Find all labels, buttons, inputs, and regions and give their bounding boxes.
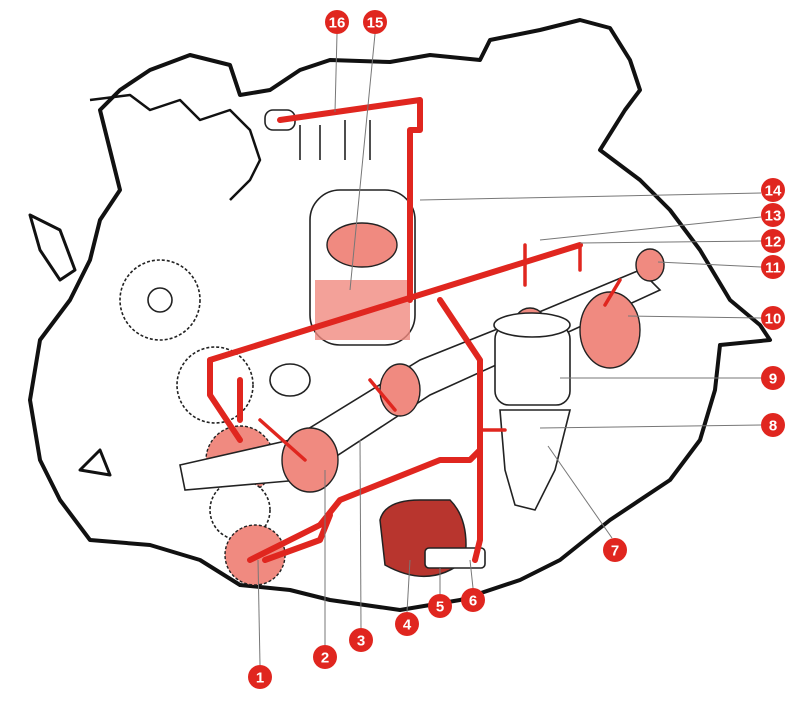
oil-filter <box>493 312 572 511</box>
callout-number: 6 <box>469 593 477 610</box>
callout-circle <box>349 628 373 652</box>
callout-3: 3 <box>349 628 373 652</box>
callout-8: 8 <box>761 413 785 437</box>
foot-triangle <box>78 448 112 477</box>
callout-7: 7 <box>603 538 627 562</box>
callout-number: 2 <box>321 650 329 667</box>
callout-number: 13 <box>765 208 782 225</box>
callout-circle <box>461 588 485 612</box>
callout-5: 5 <box>428 594 452 618</box>
mount-bracket <box>28 213 77 282</box>
callout-circle <box>325 10 349 34</box>
callout-14: 14 <box>761 178 785 202</box>
callout-number: 16 <box>329 15 346 32</box>
callout-circle <box>428 594 452 618</box>
callout-number: 9 <box>769 371 777 388</box>
oil-passages <box>207 97 622 563</box>
callout-number: 11 <box>765 260 781 277</box>
callout-number: 8 <box>769 418 777 435</box>
callout-10: 10 <box>761 306 785 330</box>
callout-circle <box>761 203 785 227</box>
callout-number: 10 <box>765 311 782 328</box>
callout-number: 1 <box>256 670 264 687</box>
callout-1: 1 <box>248 665 272 689</box>
callout-13: 13 <box>761 203 785 227</box>
callout-circle <box>761 229 785 253</box>
callout-number: 15 <box>367 15 384 32</box>
callout-4: 4 <box>395 612 419 636</box>
callout-12: 12 <box>761 229 785 253</box>
callout-number: 4 <box>403 617 412 634</box>
callout-circle <box>248 665 272 689</box>
engine-block-outline <box>28 18 772 612</box>
callout-circle <box>603 538 627 562</box>
callout-circle <box>761 413 785 437</box>
callout-number: 12 <box>765 234 782 251</box>
piston-cylinder <box>309 189 416 346</box>
crankshaft <box>179 248 665 493</box>
callout-circle <box>761 178 785 202</box>
callout-circle <box>395 612 419 636</box>
callout-9: 9 <box>761 366 785 390</box>
callout-6: 6 <box>461 588 485 612</box>
callout-number: 14 <box>765 183 782 200</box>
callout-number: 3 <box>357 633 365 650</box>
callout-circle <box>761 366 785 390</box>
callout-number: 5 <box>436 599 444 616</box>
cylinder-head-outline <box>89 93 262 201</box>
callout-16: 16 <box>325 10 349 34</box>
callout-circle <box>761 255 785 279</box>
callout-2: 2 <box>313 645 337 669</box>
callout-circle <box>761 306 785 330</box>
callout-circle <box>363 10 387 34</box>
leader-lines <box>257 33 762 666</box>
callout-15: 15 <box>363 10 387 34</box>
callout-number: 7 <box>611 543 619 560</box>
callout-circle <box>313 645 337 669</box>
callout-11: 11 <box>761 255 785 279</box>
